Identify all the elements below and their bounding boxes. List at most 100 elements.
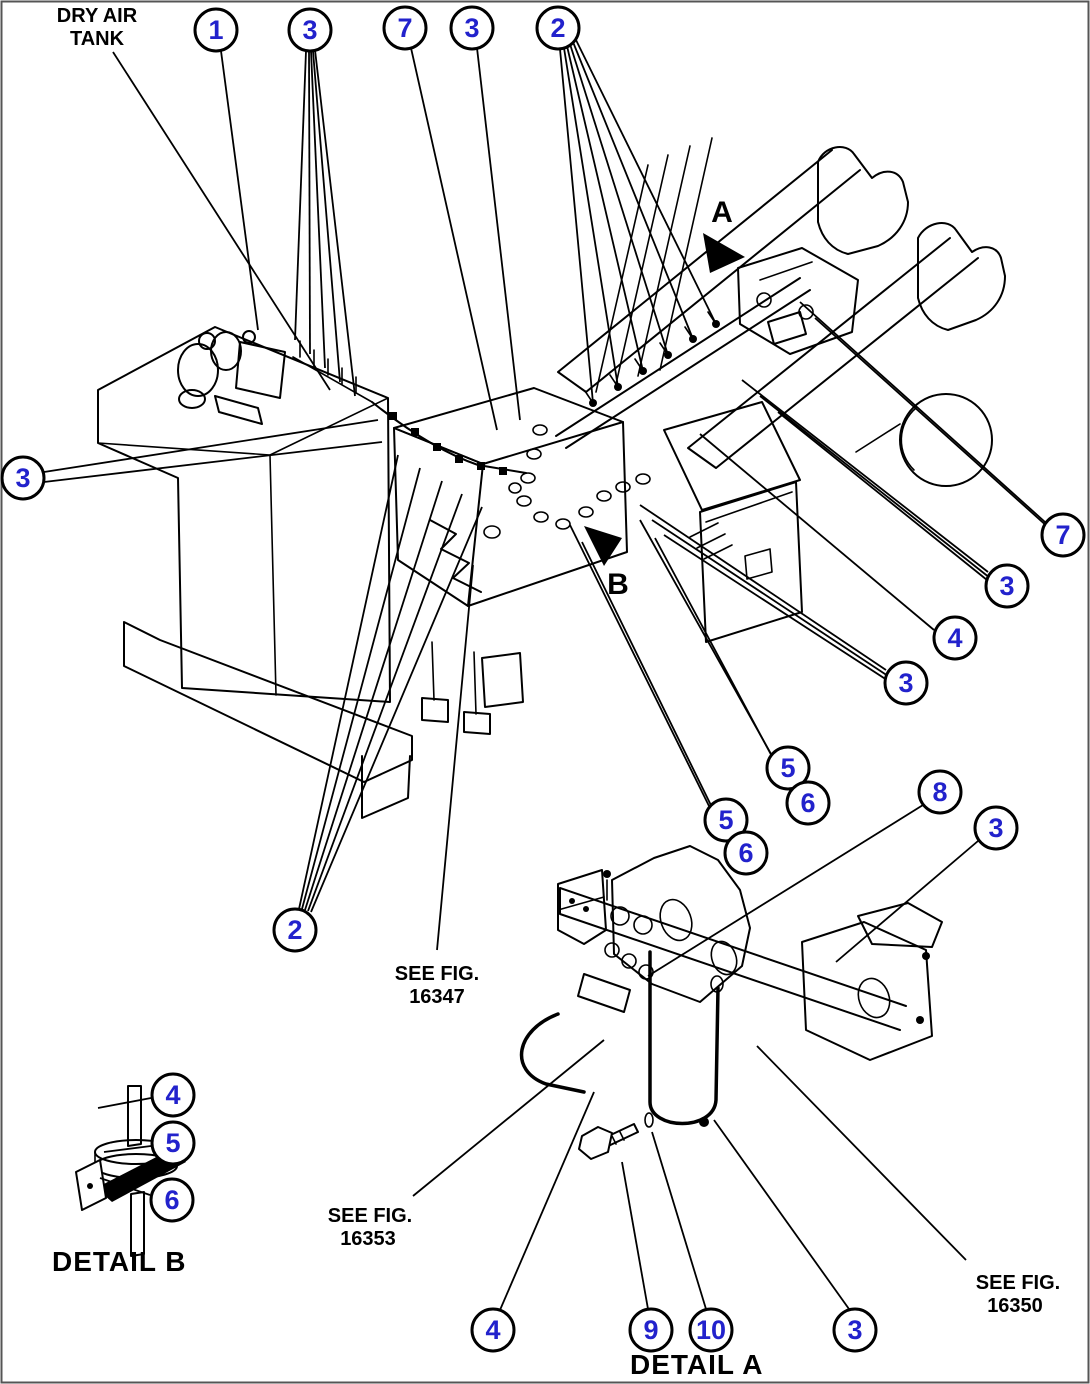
leader-line-callout-4: [499, 1091, 595, 1311]
tank-base-skid-art: [123, 621, 413, 819]
see-fig-16353-label-line2: 16353: [340, 1228, 396, 1250]
leader-line-callout-3: [43, 419, 379, 473]
callout-balloon-4: 4: [470, 1307, 516, 1353]
leader-line-callout-1: [220, 50, 259, 331]
valve-manifold-art: [393, 387, 651, 735]
axle-drum-art: [899, 393, 993, 487]
leader-line-callout-6: [99, 1177, 151, 1196]
callout-number-6: 6: [164, 1185, 179, 1215]
leader-line-callout-3: [294, 50, 307, 341]
leader-line-callout-3: [476, 47, 521, 421]
callout-number-7: 7: [1055, 520, 1070, 550]
tube-lower: [130, 1191, 145, 1257]
callout-number-7: 7: [397, 13, 412, 43]
callout-number-2: 2: [287, 915, 302, 945]
leader-line-callout-3: [713, 1119, 850, 1310]
leader-line-callout-2: [572, 41, 694, 340]
leader-line-callout-6: [654, 537, 791, 791]
callout-balloon-3: 3: [984, 563, 1030, 609]
air-tube: [648, 950, 720, 1126]
see-fig-16347-label-line2: 16347: [409, 986, 465, 1008]
leader-line-callout-2: [575, 39, 717, 325]
callout-balloon-2: 2: [535, 5, 581, 51]
callout-balloon-4: 4: [150, 1072, 196, 1118]
leader-line-callout-2: [563, 47, 619, 388]
view-a-marker: A: [703, 196, 745, 273]
callout-balloon-6: 6: [723, 830, 769, 876]
callout-number-6: 6: [738, 838, 753, 868]
see-fig-16353-leader: [412, 1039, 605, 1197]
detail-a-art: [519, 845, 943, 1160]
leader-line-callout-5: [569, 524, 710, 807]
callout-balloon-6: 6: [785, 780, 831, 826]
callout-number-1: 1: [208, 15, 223, 45]
callout-balloon-3: 3: [0, 455, 46, 501]
callout-number-3: 3: [999, 571, 1014, 601]
leader-line-callout-3: [312, 50, 341, 383]
leader-line-callout-2: [569, 43, 669, 356]
leader-line-callout-3: [741, 379, 989, 573]
leader-line-callout-3: [314, 49, 356, 397]
callout-number-5: 5: [780, 753, 795, 783]
leader-line-callout-3: [777, 411, 993, 585]
label-leader-lines: [112, 51, 967, 1261]
leader-line-callout-3: [835, 840, 979, 963]
callout-number-3: 3: [898, 668, 913, 698]
leader-line-callout-3: [759, 395, 991, 579]
detail-a-title: DETAIL A: [630, 1349, 763, 1380]
callout-number-4: 4: [165, 1080, 180, 1110]
leader-line-callout-10: [651, 1131, 707, 1310]
leader-line-callout-3: [43, 441, 383, 483]
leader-line-callout-4: [97, 1097, 152, 1109]
callout-number-9: 9: [643, 1315, 658, 1345]
dry-air-tank-label-line1: DRY AIR: [57, 5, 138, 27]
leader-line-callout-7: [814, 317, 1050, 529]
leader-line-callout-5: [103, 1145, 152, 1153]
view-b-arrow-icon: [584, 526, 622, 566]
callout-balloon-3: 3: [832, 1307, 878, 1353]
leader-line-callout-3: [663, 534, 891, 683]
dry-air-tank-art: [97, 326, 527, 703]
callout-number-4: 4: [947, 623, 962, 653]
callout-balloon-7: 7: [1040, 512, 1086, 558]
view-b-label: B: [607, 568, 629, 601]
leader-line-callout-3: [639, 504, 887, 671]
leader-line-callout-2: [298, 454, 399, 910]
leader-line-callout-2: [304, 480, 443, 911]
dry-air-tank-leader: [112, 51, 331, 391]
callout-leader-lines: [43, 39, 1050, 1311]
tube-upper: [127, 1085, 142, 1147]
frame-hole: [857, 977, 891, 1019]
callout-balloon-5: 5: [765, 745, 811, 791]
callout-number-3: 3: [847, 1315, 862, 1345]
callout-number-5: 5: [718, 805, 733, 835]
callout-balloon-4: 4: [932, 615, 978, 661]
callout-number-2: 2: [550, 13, 565, 43]
callout-number-3: 3: [15, 463, 30, 493]
see-fig-16350-label-line1: SEE FIG.: [976, 1272, 1060, 1294]
frame-hole: [710, 940, 738, 976]
callout-number-10: 10: [696, 1315, 726, 1345]
callout-number-3: 3: [988, 813, 1003, 843]
callout-balloon-3: 3: [973, 805, 1019, 851]
callout-number-3: 3: [302, 15, 317, 45]
detail-b-title: DETAIL B: [52, 1246, 187, 1277]
washer-art: [644, 1112, 654, 1128]
leader-line-callout-3: [651, 519, 889, 677]
callout-balloon-7: 7: [382, 5, 428, 51]
callout-number-6: 6: [800, 788, 815, 818]
callout-balloon-3: 3: [449, 5, 495, 51]
callout-balloon-5: 5: [150, 1120, 196, 1166]
see-fig-16350-leader: [756, 1045, 967, 1261]
leader-line-callout-2: [566, 45, 644, 372]
view-b-marker: B: [584, 526, 629, 601]
callout-balloon-6: 6: [149, 1177, 195, 1223]
leader-line-callout-3: [308, 50, 311, 355]
leader-line-callout-9: [621, 1161, 649, 1310]
callout-balloon-10: 10: [688, 1307, 734, 1353]
leader-line-callout-2: [310, 506, 483, 913]
